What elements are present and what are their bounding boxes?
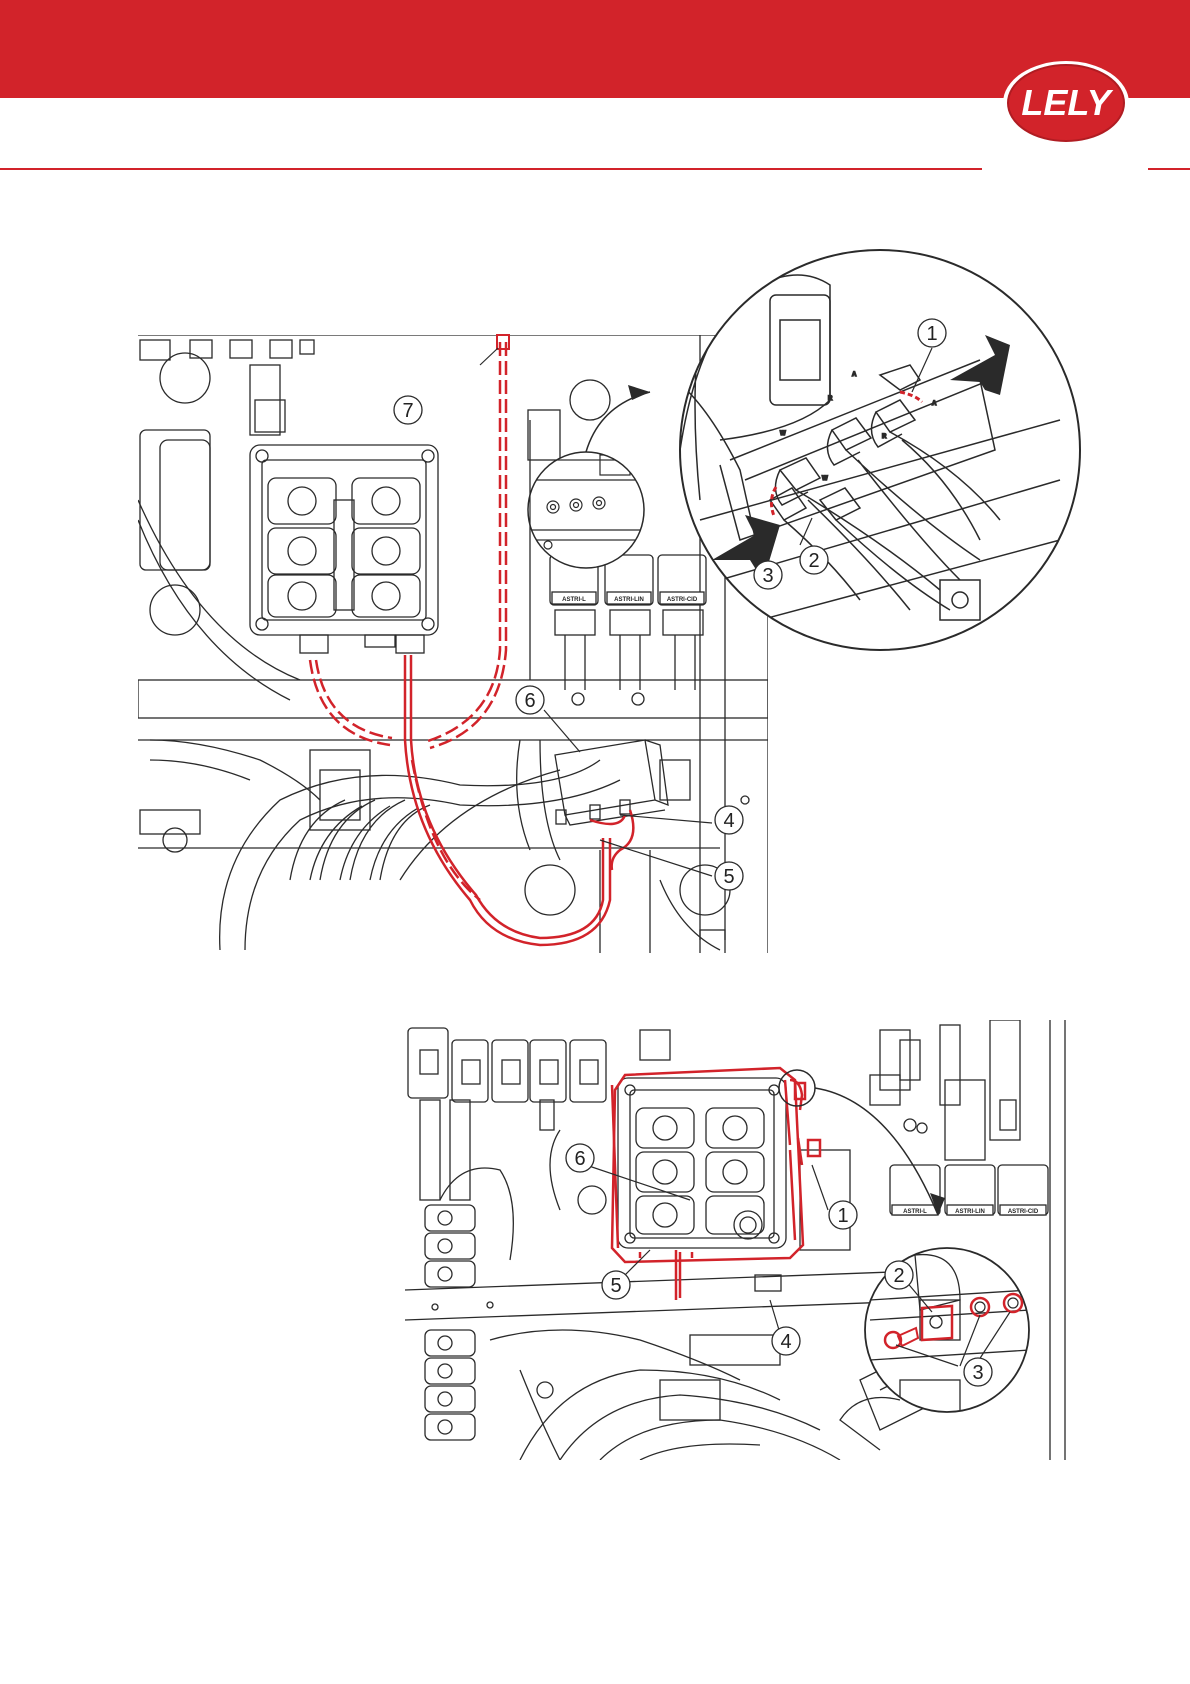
svg-text:A: A <box>852 372 857 378</box>
callout-3: 3 <box>964 1358 992 1386</box>
callout-4: 4 <box>715 806 743 834</box>
svg-text:5: 5 <box>723 866 734 888</box>
svg-text:2: 2 <box>808 550 819 572</box>
svg-text:3: 3 <box>762 565 773 587</box>
zoom-detail-circle: A R W A R W <box>660 250 1080 650</box>
callout-3: 3 <box>754 561 782 589</box>
svg-text:3: 3 <box>972 1362 983 1384</box>
svg-text:7: 7 <box>402 400 413 422</box>
small-detail-circle <box>528 452 650 568</box>
svg-text:R: R <box>882 434 887 440</box>
callout-5: 5 <box>715 862 743 890</box>
callout-1: 1 <box>829 1201 857 1229</box>
svg-text:6: 6 <box>524 690 535 712</box>
pump-label: ASTRI-L <box>903 1209 927 1215</box>
svg-text:6: 6 <box>574 1148 585 1170</box>
callout-1: 1 <box>918 319 946 347</box>
callout-6: 6 <box>516 686 544 714</box>
pump-labels-bottom: ASTRI-L ASTRI-LIN ASTRI-CID <box>903 1209 1039 1215</box>
callout-5: 5 <box>602 1271 630 1299</box>
svg-text:W: W <box>822 476 828 482</box>
pump-label: ASTRI-LIN <box>955 1209 985 1215</box>
bottom-figure <box>405 1020 1065 1460</box>
callout-6: 6 <box>566 1144 594 1172</box>
pump-label: ASTRI-LIN <box>614 597 644 603</box>
svg-text:1: 1 <box>926 323 937 345</box>
svg-text:2: 2 <box>893 1265 904 1287</box>
callout-2: 2 <box>885 1261 913 1289</box>
svg-text:R: R <box>828 396 833 402</box>
svg-text:1: 1 <box>837 1205 848 1227</box>
zoom-arrow-icon <box>815 1088 938 1215</box>
svg-text:4: 4 <box>780 1331 791 1353</box>
svg-text:4: 4 <box>723 810 734 832</box>
svg-text:5: 5 <box>610 1275 621 1297</box>
pump-label: ASTRI-CID <box>1008 1209 1039 1215</box>
pump-label: ASTRI-L <box>562 597 586 603</box>
pump-labels-top: ASTRI-L ASTRI-LIN ASTRI-CID <box>562 597 698 603</box>
pump-label: ASTRI-CID <box>667 597 698 603</box>
top-figure: A R W A R W <box>138 250 1080 955</box>
callout-7: 7 <box>394 396 422 424</box>
zoom-arrow-icon <box>586 392 650 452</box>
svg-text:W: W <box>780 431 786 437</box>
callout-2: 2 <box>800 546 828 574</box>
svg-text:A: A <box>932 401 937 407</box>
callout-4: 4 <box>772 1327 800 1355</box>
